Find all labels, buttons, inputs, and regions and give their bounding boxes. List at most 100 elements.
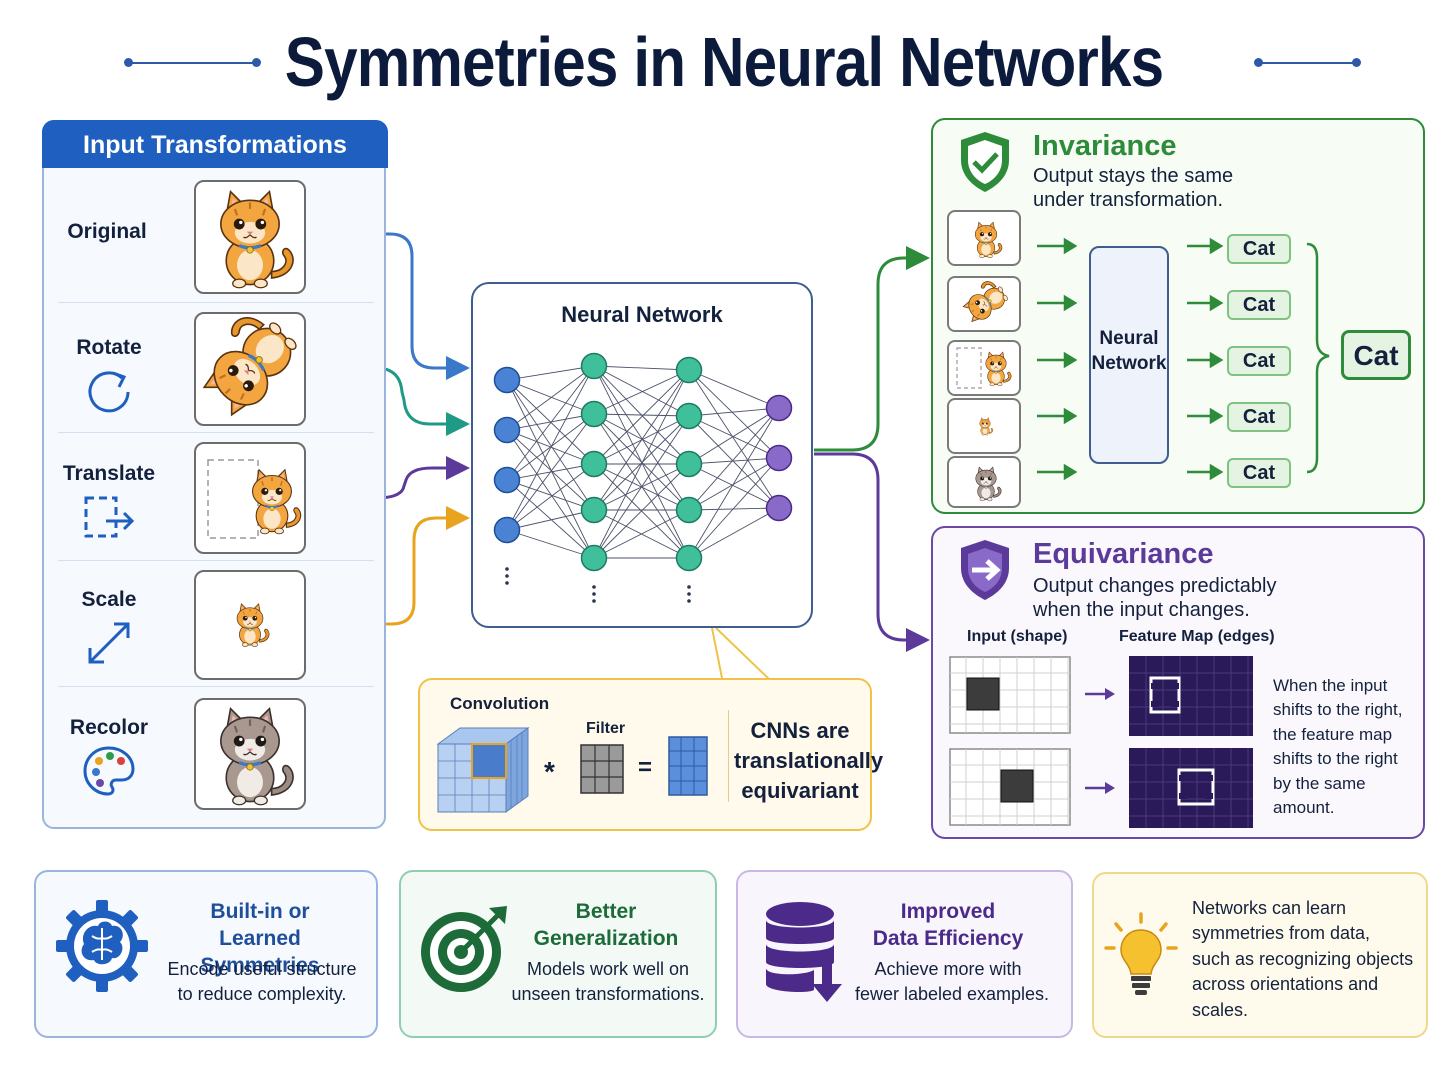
network-edge xyxy=(506,379,595,559)
hidden1-node xyxy=(580,352,608,380)
card-generalization-title-1: Better xyxy=(575,900,637,923)
translate-ghost-box xyxy=(207,459,259,539)
invariance-output-arrows xyxy=(1187,237,1224,480)
shield-check-icon xyxy=(961,132,1009,192)
hidden1-node xyxy=(580,544,608,572)
cat-image-recolored xyxy=(194,698,306,810)
hidden1-node xyxy=(580,450,608,478)
row-separator xyxy=(58,432,374,433)
network-edge xyxy=(688,369,780,409)
neural-network-title: Neural Network xyxy=(561,302,723,327)
card-learn-line: scales. xyxy=(1192,999,1249,1020)
input-grid-after xyxy=(949,748,1071,826)
card-symmetries-desc-1: Encode useful structure xyxy=(167,959,357,979)
network-edge xyxy=(506,413,595,531)
arrow-original xyxy=(308,232,470,380)
card-learn-line: across orientations and xyxy=(1192,974,1379,995)
equivariance-arrow-1 xyxy=(1085,688,1115,700)
network-edge xyxy=(688,407,780,559)
row-label-original: Original xyxy=(67,220,147,243)
row-label-rotate: Rotate xyxy=(76,336,142,359)
title-dot-left-end xyxy=(252,58,261,67)
network-edge xyxy=(688,369,780,459)
brain-gear-icon xyxy=(56,900,148,992)
network-edge xyxy=(688,457,780,511)
invariance-output-1: Cat xyxy=(1227,234,1291,264)
arrow-to-invariance xyxy=(814,246,930,452)
convolution-operator: * xyxy=(544,756,555,787)
arrow-translate xyxy=(308,456,470,500)
equivariance-panel: Equivariance Output changes predictably … xyxy=(931,526,1425,839)
invariance-description-1: Output stays the same xyxy=(1033,165,1234,187)
input-volume-cube xyxy=(436,727,530,813)
row-label-scale: Scale xyxy=(81,588,137,611)
input-node xyxy=(493,416,521,444)
network-edge xyxy=(688,415,780,509)
network-edge xyxy=(506,509,595,531)
network-edge xyxy=(506,413,595,481)
input-node xyxy=(493,466,521,494)
card-data-efficiency-desc-1: Achieve more with xyxy=(874,959,1022,979)
equivariance-description-1: Output changes predictably xyxy=(1033,575,1277,597)
network-edge xyxy=(593,365,690,511)
neural-network-diagram xyxy=(493,352,793,603)
invariance-output-4: Cat xyxy=(1227,402,1291,432)
row-label-recolor: Recolor xyxy=(69,716,149,739)
translate-icon xyxy=(84,496,135,538)
network-edge xyxy=(593,413,690,465)
invariance-input-recolored xyxy=(947,456,1021,508)
callout-pointer-right xyxy=(715,627,771,681)
scale-icon xyxy=(88,622,130,664)
network-edge xyxy=(688,415,780,459)
network-edge xyxy=(688,457,780,559)
card-data-efficiency-desc-2: fewer labeled examples. xyxy=(854,984,1050,1004)
equivariance-arrow-2 xyxy=(1085,782,1115,794)
ellipsis-marks xyxy=(505,567,691,603)
cat-image-original xyxy=(194,180,306,294)
hidden2-node xyxy=(675,450,703,478)
equivariance-note-line: When the input xyxy=(1273,676,1388,695)
lightbulb-icon xyxy=(1104,912,1178,995)
invariance-network-label-2: Network xyxy=(1091,353,1167,374)
database-icon xyxy=(766,902,842,1002)
row-label-translate: Translate xyxy=(62,462,156,485)
network-edge xyxy=(593,415,690,559)
invariance-input-scaled xyxy=(947,398,1021,454)
hidden1-node xyxy=(580,496,608,524)
network-edge xyxy=(593,369,690,465)
invariance-output-2: Cat xyxy=(1227,290,1291,320)
network-edge xyxy=(593,413,690,417)
neural-network-box: Neural Network xyxy=(471,282,813,628)
network-edge xyxy=(688,407,780,417)
card-data-efficiency-title-1: Improved xyxy=(900,900,996,923)
network-edge xyxy=(593,369,690,415)
shield-arrow-icon xyxy=(961,540,1009,600)
callout-divider xyxy=(728,710,729,802)
network-edge xyxy=(506,379,595,511)
palette-icon xyxy=(83,746,135,796)
input-node xyxy=(493,366,521,394)
invariance-input-original xyxy=(947,210,1021,266)
title-dot-right-end xyxy=(1352,58,1361,67)
invariance-output-5: Cat xyxy=(1227,458,1291,488)
target-icon xyxy=(421,906,507,992)
network-edge xyxy=(506,529,595,559)
card-data-efficiency-title-2: Data Efficiency xyxy=(872,927,1024,950)
equivariance-description-2: when the input changes. xyxy=(1033,599,1250,621)
network-edge xyxy=(688,507,780,559)
network-edge xyxy=(506,365,595,531)
convolution-label: Convolution xyxy=(450,694,550,713)
output-node xyxy=(765,444,793,472)
card-generalization-desc-2: unseen transformations. xyxy=(511,984,705,1004)
invariance-output-3: Cat xyxy=(1227,346,1291,376)
network-edge xyxy=(506,365,595,481)
card-learn-symmetries-text: Networks can learn symmetries from data,… xyxy=(1192,896,1413,1023)
title-rule-left xyxy=(128,62,256,64)
cnn-equivariance-statement: CNNs are translationally equivariant xyxy=(734,718,884,803)
network-edge xyxy=(593,415,690,511)
invariance-input-arrows xyxy=(1037,237,1077,480)
arrow-scale xyxy=(308,506,470,626)
card-learn-line: symmetries from data, xyxy=(1192,923,1371,944)
equals-operator: = xyxy=(638,754,653,781)
network-edge xyxy=(506,429,595,559)
